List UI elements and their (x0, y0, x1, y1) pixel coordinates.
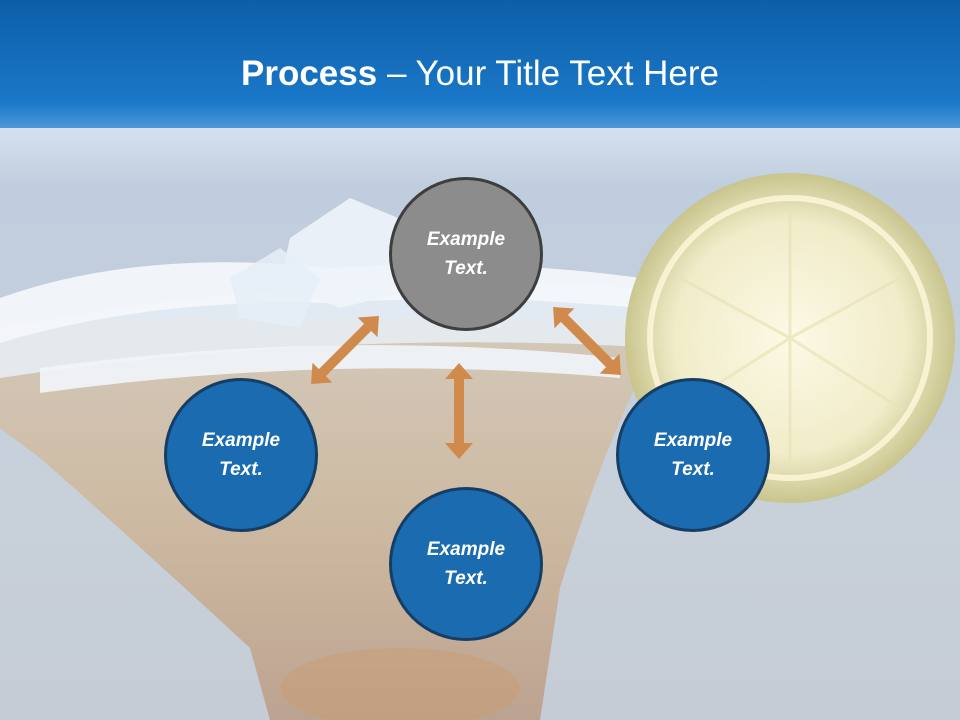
node-right-label: Example Text. (653, 430, 733, 480)
slide-title: Process – Your Title Text Here (0, 52, 960, 96)
title-bold: Process (241, 54, 378, 93)
node-bottom: Example Text. (389, 487, 543, 641)
arrow-top-bottom (445, 363, 473, 459)
node-left: Example Text. (164, 378, 318, 532)
node-top: Example Text. (389, 177, 543, 331)
title-rest: – Your Title Text Here (377, 54, 719, 93)
node-left-label: Example Text. (201, 430, 281, 480)
arrow-top-left (311, 316, 379, 384)
title-bar (0, 0, 960, 128)
node-bottom-label: Example Text. (426, 539, 506, 589)
arrow-top-right (553, 307, 621, 375)
node-top-label: Example Text. (426, 229, 506, 279)
node-right: Example Text. (616, 378, 770, 532)
